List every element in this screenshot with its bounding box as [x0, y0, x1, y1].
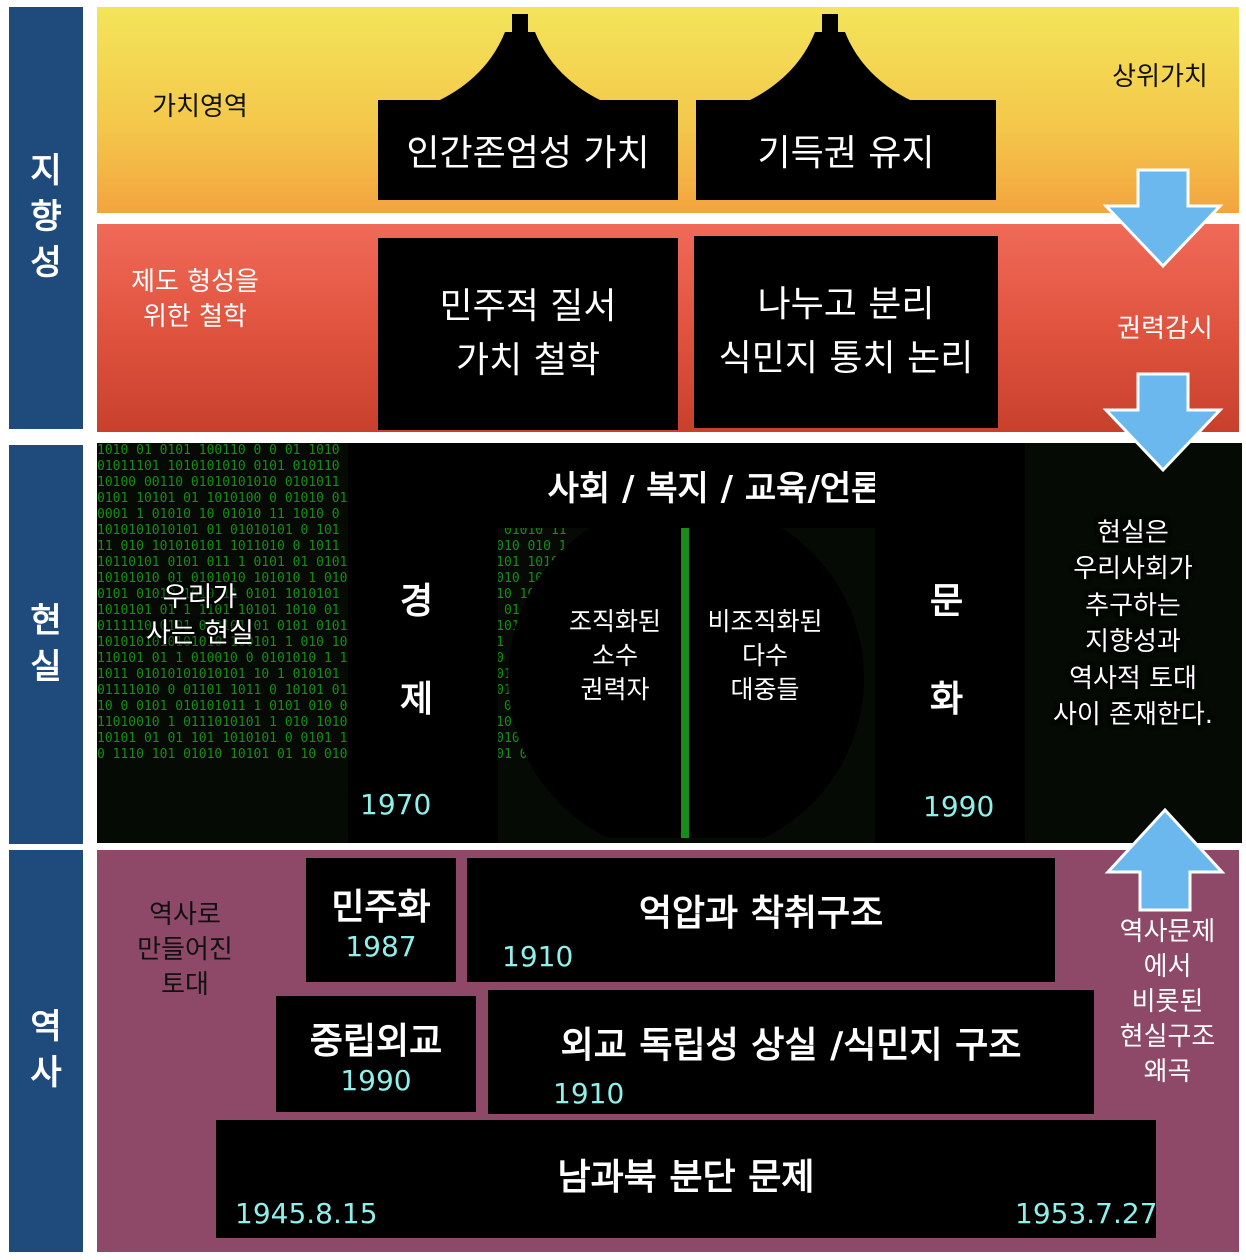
- vested-interest-box: 기득권 유지: [696, 100, 996, 200]
- colonial-logic-box: 나누고 분리 식민지 통치 논리: [694, 236, 998, 428]
- lamp-shapes: [440, 14, 910, 100]
- historical-foundation-label: 역사로 만들어진 토대: [137, 900, 233, 1001]
- power-monitoring-label: 권력감시: [1117, 314, 1213, 344]
- institution-philosophy-label: 제도 형성을 위한 철학: [131, 267, 259, 333]
- history-distortion-label: 역사문제 에서 비롯된 현실구조 왜곡: [1119, 917, 1216, 1088]
- economy-year: 1970: [360, 788, 432, 821]
- oppression-box: 억압과 착취구조: [467, 858, 1055, 982]
- economy-column: [348, 443, 498, 843]
- culture-year: 1990: [923, 790, 995, 823]
- reality-description: 현실은 우리사회가 추구하는 지향성과 역사적 토대 사이 존재한다.: [1052, 518, 1214, 730]
- organized-minority-label: 조직화된 소수 권력자: [568, 607, 661, 704]
- oppression-year: 1910: [502, 940, 574, 973]
- division-start-date: 1945.8.15: [235, 1197, 378, 1230]
- upper-value-label: 상위가치: [1112, 62, 1208, 92]
- division-end-date: 1953.7.27: [1015, 1197, 1158, 1230]
- arrow-up-icon: [1104, 808, 1226, 912]
- power-circle: [508, 528, 864, 838]
- economy-char-1: 경: [400, 581, 434, 622]
- diplomacy-loss-box: 외교 독립성 상실 /식민지 구조: [488, 990, 1094, 1114]
- our-reality-label: 우리가 사는 현실: [146, 582, 254, 650]
- democratization-box: 민주화 1987: [306, 858, 456, 982]
- human-dignity-box: 인간존엄성 가치: [378, 100, 678, 200]
- division-box: 남과북 분단 문제: [216, 1120, 1156, 1238]
- culture-char-1: 문: [930, 581, 964, 622]
- lamp-left-icon: [440, 14, 600, 100]
- arrow-down-lower-icon: [1102, 372, 1224, 473]
- culture-char-2: 화: [930, 679, 964, 720]
- side-label-orientation: 지 향 성: [9, 7, 83, 429]
- economy-char-2: 제: [400, 679, 434, 720]
- side-label-reality: 현 실: [9, 445, 83, 844]
- democratic-order-box: 민주적 질서 가치 철학: [378, 238, 678, 430]
- arrow-down-upper-icon: [1102, 168, 1224, 269]
- side-label-history: 역 사: [9, 850, 83, 1252]
- culture-column: [875, 443, 1025, 843]
- neutral-diplomacy-box: 중립외교 1990: [276, 996, 476, 1112]
- unorganized-majority-label: 비조직화된 다수 대중들: [707, 607, 823, 704]
- society-title-block: 사회 / 복지 / 교육/언론: [530, 443, 900, 528]
- value-area-label: 가치영역: [152, 92, 248, 122]
- society-title-bridge: [498, 443, 530, 528]
- diplomacy-loss-year: 1910: [553, 1077, 625, 1110]
- lamp-right-icon: [750, 14, 910, 100]
